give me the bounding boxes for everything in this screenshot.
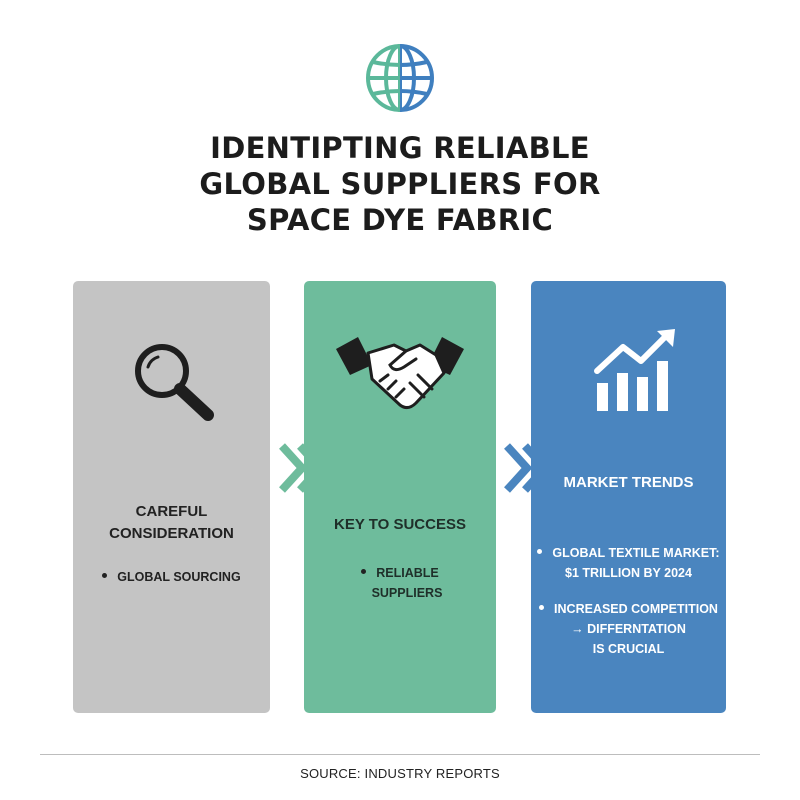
- globe-icon: [366, 44, 434, 112]
- bullet-list: RELIABLE SUPPLIERS: [304, 563, 496, 603]
- bullet-text: INCREASED COMPETITION: [554, 602, 718, 616]
- bullet-text: GLOBAL SOURCING: [117, 570, 241, 584]
- card-careful-consideration: CAREFUL CONSIDERATION GLOBAL SOURCING: [73, 281, 270, 713]
- bullet-text: → DIFFERNTATION: [571, 622, 686, 636]
- bar-chart-trend-icon: [594, 329, 675, 411]
- bullet-dot: [539, 605, 545, 611]
- title-line: SPACE DYE FABRIC: [246, 203, 554, 237]
- chevron-right-icon: [504, 443, 551, 493]
- card-title: MARKET TRENDS: [531, 472, 726, 494]
- bullet-text: GLOBAL TEXTILE MARKET:: [552, 546, 720, 560]
- bullet-dot: [537, 549, 543, 555]
- bullet-text: IS CRUCIAL: [592, 642, 665, 656]
- bullet-item: GLOBAL TEXTILE MARKET: $1 TRILLION BY 20…: [531, 543, 726, 583]
- title-line: GLOBAL SUPPLIERS FOR: [199, 167, 601, 201]
- card-title: CAREFUL CONSIDERATION: [73, 501, 270, 545]
- title-line: IDENTIPTING RELIABLE: [210, 131, 590, 165]
- bullet-list: GLOBAL TEXTILE MARKET: $1 TRILLION BY 20…: [531, 543, 726, 675]
- bullet-item-continued: SUPPLIERS: [304, 583, 496, 603]
- footer-divider: [40, 754, 760, 755]
- magnifying-glass-icon: [135, 344, 214, 421]
- page-title: IDENTIPTING RELIABLE GLOBAL SUPPLIERS FO…: [0, 130, 800, 238]
- bullet-text: RELIABLE: [376, 566, 439, 580]
- card-title-line: CAREFUL: [135, 503, 208, 520]
- bullet-dot: [102, 573, 108, 579]
- bullet-list: GLOBAL SOURCING: [73, 567, 270, 587]
- source-note: SOURCE: INDUSTRY REPORTS: [300, 766, 500, 781]
- card-title-line: MARKET TRENDS: [563, 474, 694, 491]
- bullet-item: INCREASED COMPETITION → DIFFERNTATION IS…: [531, 599, 726, 659]
- bullet-item: RELIABLE: [304, 563, 496, 583]
- bullet-item: GLOBAL SOURCING: [73, 567, 270, 587]
- card-title-line: CONSIDERATION: [109, 525, 234, 542]
- card-key-to-success: KEY TO SUCCESS RELIABLE SUPPLIERS: [304, 281, 496, 713]
- handshake-icon: [336, 337, 464, 410]
- card-market-trends: MARKET TRENDS GLOBAL TEXTILE MARKET: $1 …: [531, 281, 726, 713]
- chevron-right-icon: [279, 443, 326, 493]
- bullet-text: SUPPLIERS: [371, 586, 443, 600]
- card-title: KEY TO SUCCESS: [304, 514, 496, 536]
- bullet-text: $1 TRILLION BY 2024: [565, 566, 692, 580]
- bullet-dot: [361, 569, 367, 575]
- card-title-line: KEY TO SUCCESS: [334, 516, 466, 533]
